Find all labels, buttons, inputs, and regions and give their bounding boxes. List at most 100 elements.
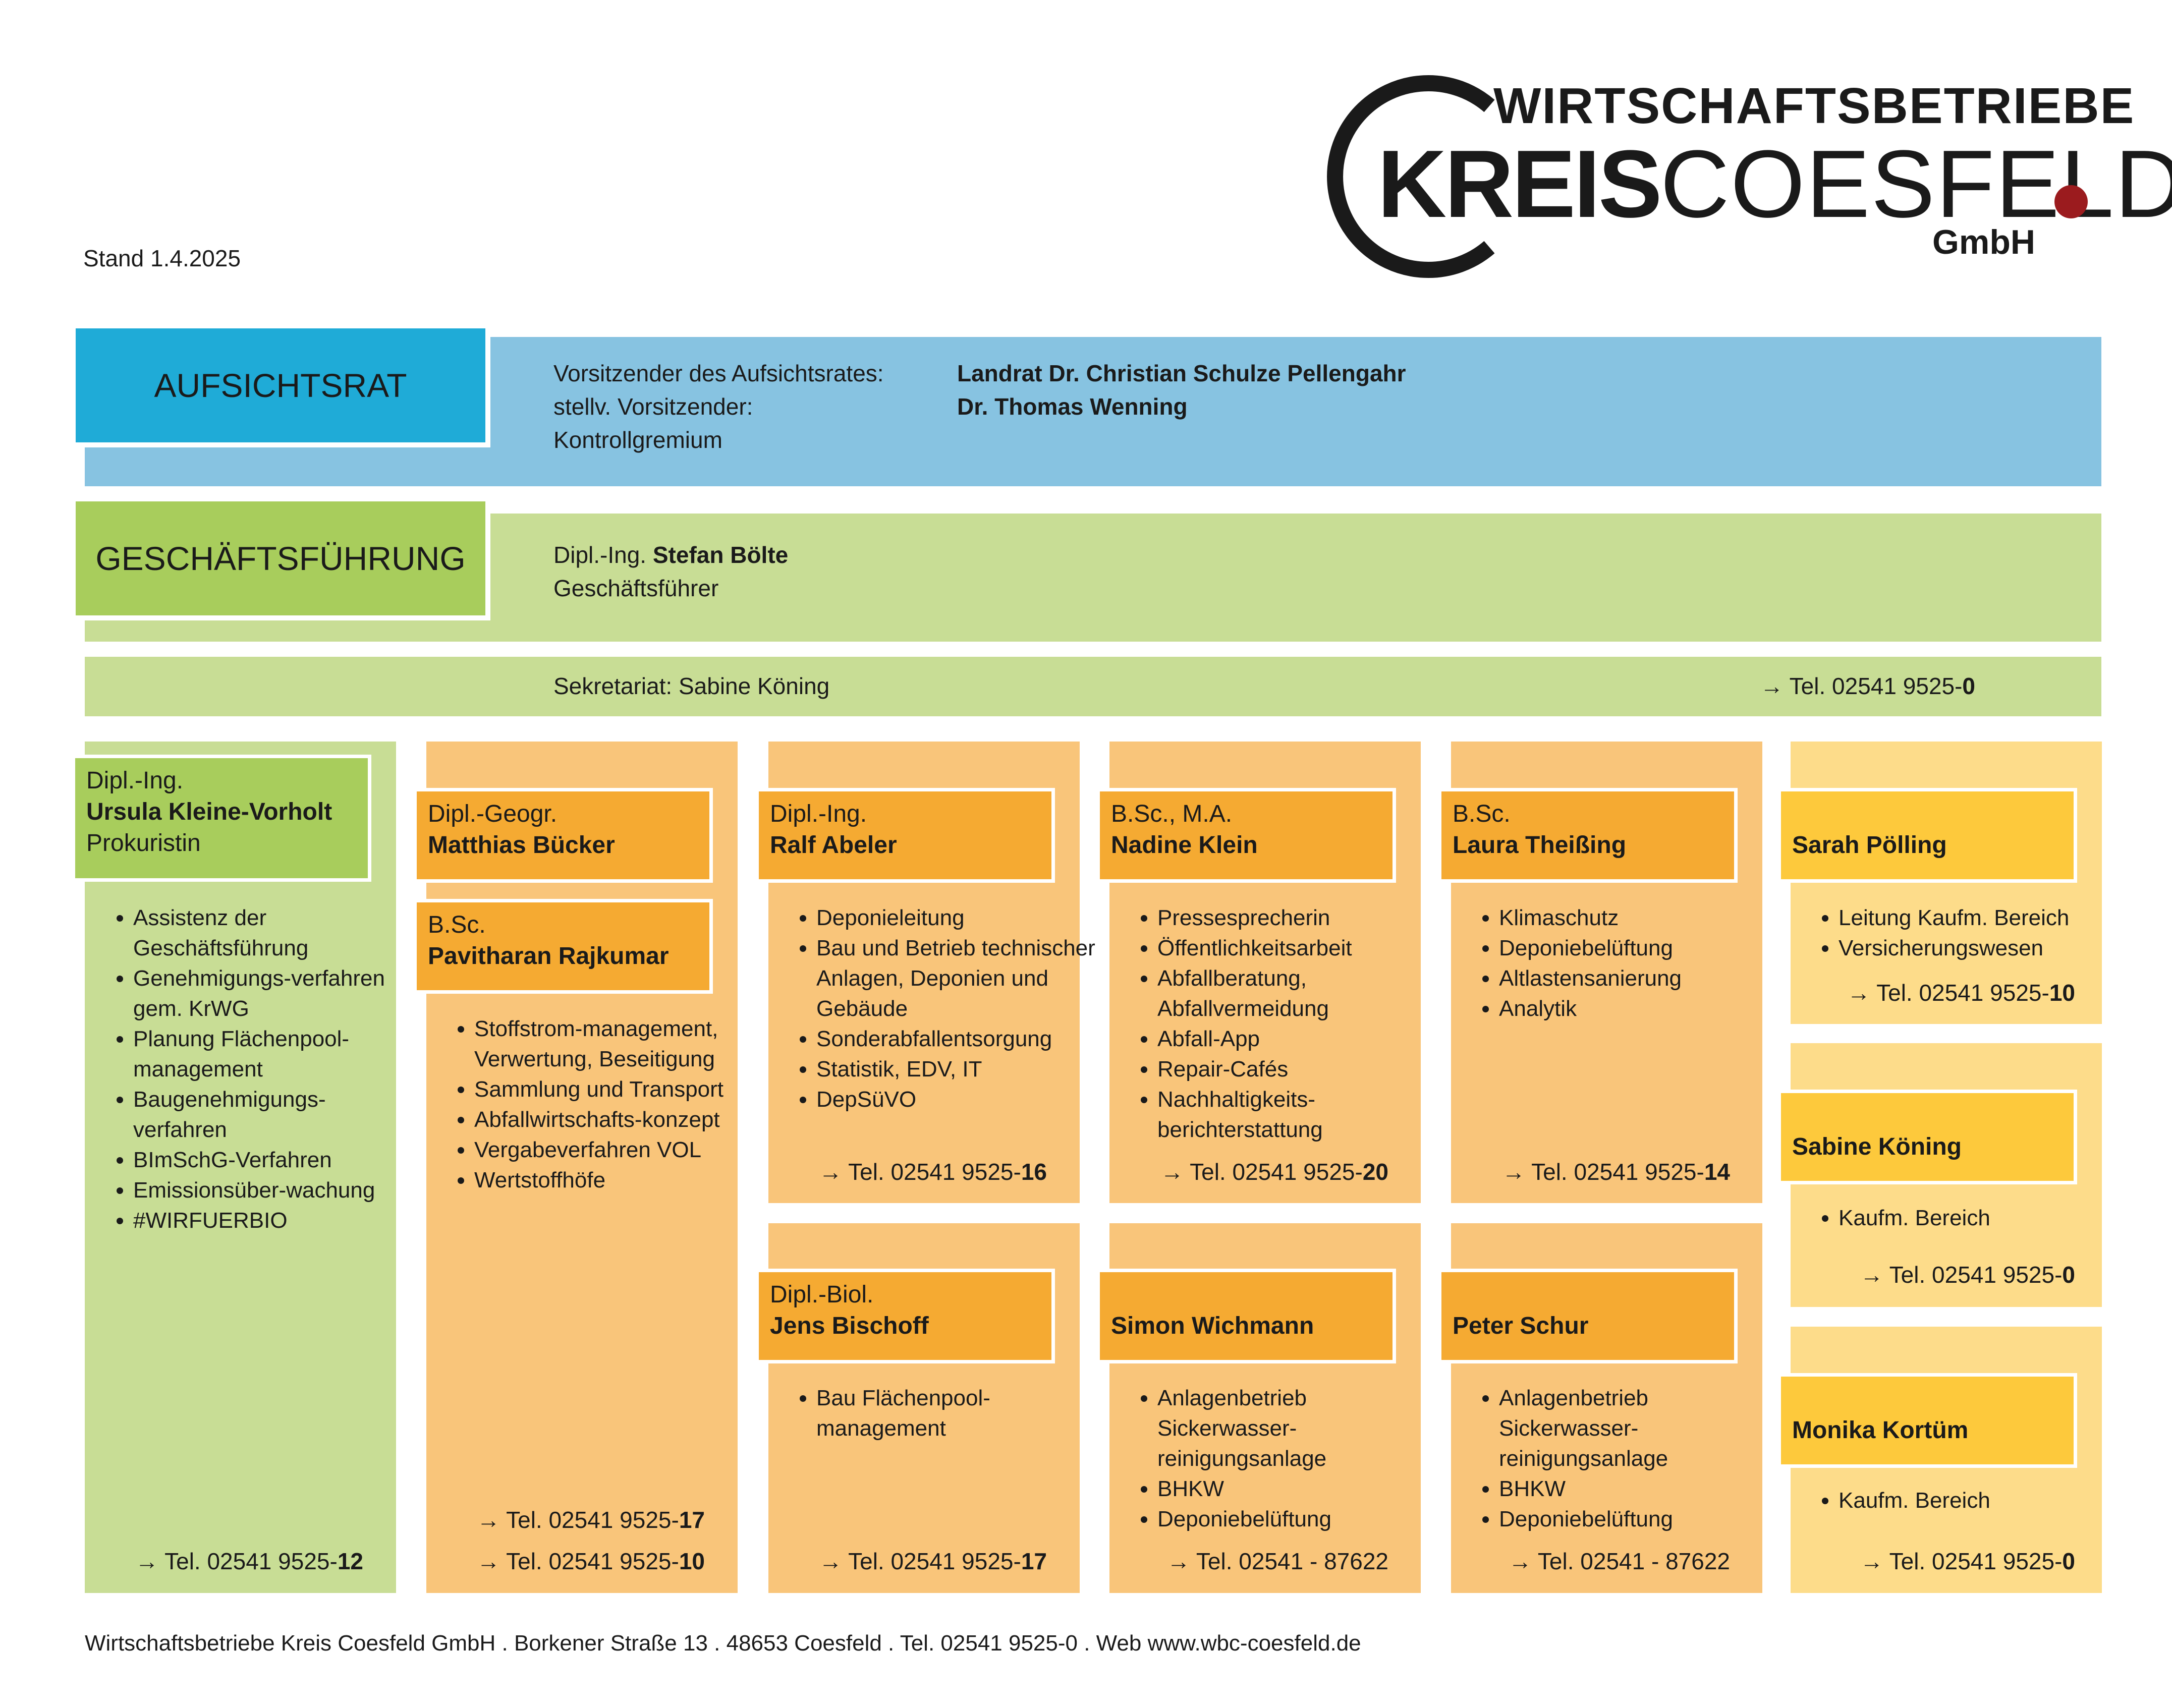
list-item: Abfall-App <box>1157 1024 1460 1054</box>
person-name: Ralf Abeler <box>770 832 897 859</box>
person-name: Simon Wichmann <box>1111 1313 1314 1339</box>
task-list-c3b: Bau Flächenpool-management <box>769 1383 1099 1444</box>
tel-c2-2: → Tel. 02541 9525-10 <box>477 1548 705 1574</box>
task-list-c1: Assistenz der Geschäftsführung Genehmigu… <box>86 903 416 1236</box>
logo-line-1: WIRTSCHAFTSBETRIEBE <box>1493 78 2135 134</box>
aufsichtsrat-row1-label: Vorsitzender des Aufsichtsrates: <box>553 360 884 386</box>
list-item: Sammlung und Transport <box>474 1074 767 1105</box>
person-name: Laura Theißing <box>1453 832 1627 859</box>
list-item: Analytik <box>1499 994 1781 1024</box>
list-item: Deponiebelüftung <box>1499 1504 1781 1534</box>
list-item: Genehmigungs-verfahren gem. KrWG <box>133 963 416 1024</box>
logo-gmbh: GmbH <box>1932 223 2035 261</box>
tel-c6c: → Tel. 02541 9525-0 <box>1860 1548 2075 1574</box>
list-item: Kaufm. Bereich <box>1839 1203 2121 1233</box>
person-name: Peter Schur <box>1453 1313 1589 1339</box>
aufsichtsrat-row3-label: Kontrollgremium <box>553 427 722 453</box>
tel-c1: → Tel. 02541 9525-12 <box>135 1548 363 1574</box>
person-title: Dipl.-Geogr. <box>428 801 558 827</box>
person-role: Prokuristin <box>86 830 201 857</box>
aufsichtsrat-row2-label: stellv. Vorsitzender: <box>553 393 753 420</box>
person-box-klein: B.Sc., M.A. Nadine Klein <box>1096 788 1396 883</box>
list-item: Öffentlichkeitsarbeit <box>1157 933 1460 963</box>
list-item: BHKW <box>1157 1474 1440 1504</box>
tel-c3a: → Tel. 02541 9525-16 <box>819 1159 1047 1185</box>
person-name: Jens Bischoff <box>770 1313 929 1339</box>
sekretariat-band <box>85 657 2101 716</box>
column-kleine-vorholt <box>85 742 396 1593</box>
tel-c2-1: → Tel. 02541 9525-17 <box>477 1507 705 1533</box>
task-list-c6c: Kaufm. Bereich <box>1791 1486 2121 1516</box>
list-item: Altlastensanierung <box>1499 963 1781 994</box>
logo-coesfeld: COESFELD <box>1660 131 2172 238</box>
list-item: Deponieleitung <box>816 903 1119 933</box>
list-item: Vergabeverfahren VOL <box>474 1135 767 1165</box>
task-list-c4b: Anlagenbetrieb Sickerwasser-reinigungsan… <box>1110 1383 1440 1534</box>
person-title: Dipl.-Ing. <box>86 767 184 794</box>
gf-role: Geschäftsführer <box>553 575 719 601</box>
person-name: Monika Kortüm <box>1792 1417 1969 1444</box>
gf-prefix: Dipl.-Ing. <box>553 542 647 568</box>
list-item: Deponiebelüftung <box>1157 1504 1440 1534</box>
person-name: Sarah Pölling <box>1792 832 1947 859</box>
gf-name: Stefan Bölte <box>652 542 789 568</box>
list-item: Stoffstrom-management, Verwertung, Besei… <box>474 1014 767 1074</box>
person-box-buecker: Dipl.-Geogr. Matthias Bücker <box>413 788 713 883</box>
gf-title: GESCHÄFTSFÜHRUNG <box>72 497 489 619</box>
list-item: BImSchG-Verfahren <box>133 1145 416 1175</box>
person-name: Ursula Kleine-Vorholt <box>86 799 332 825</box>
person-box-schur: Peter Schur <box>1438 1269 1738 1363</box>
list-item: Planung Flächenpool-management <box>133 1024 416 1085</box>
task-list-c2: Stoffstrom-management, Verwertung, Besei… <box>427 1014 767 1195</box>
list-item: Bau Flächenpool-management <box>816 1383 1099 1444</box>
list-item: DepSüVO <box>816 1085 1119 1115</box>
list-item: Baugenehmigungs-verfahren <box>133 1085 416 1145</box>
logo-dot <box>2054 185 2088 218</box>
list-item: Sonderabfallentsorgung <box>816 1024 1119 1054</box>
list-item: Deponiebelüftung <box>1499 933 1781 963</box>
task-list-c5b: Anlagenbetrieb Sickerwasser-reinigungsan… <box>1452 1383 1781 1534</box>
logo-ring-icon <box>1327 75 1495 278</box>
list-item: Bau und Betrieb technischer Anlagen, Dep… <box>816 933 1119 1024</box>
list-item: Pressesprecherin <box>1157 903 1460 933</box>
task-list-c6a: Leitung Kaufm. Bereich Versicherungswese… <box>1791 903 2141 963</box>
tel-c5a: → Tel. 02541 9525-14 <box>1502 1159 1730 1185</box>
list-item: Nachhaltigkeits-berichterstattung <box>1157 1085 1460 1145</box>
person-box-kleine-vorholt: Dipl.-Ing. Ursula Kleine-Vorholt Prokuri… <box>72 755 371 882</box>
task-list-c3a: Deponieleitung Bau und Betrieb technisch… <box>769 903 1119 1115</box>
sekretariat-tel: → Tel. 02541 9525-0 <box>1760 673 1975 699</box>
gf-person: Dipl.-Ing. Stefan Bölte <box>553 540 788 570</box>
person-box-kortuem: Monika Kortüm <box>1777 1373 2077 1468</box>
task-list-c4a: Pressesprecherin Öffentlichkeitsarbeit A… <box>1110 903 1460 1145</box>
person-box-poelling: Sarah Pölling <box>1777 788 2077 883</box>
person-box-bischoff: Dipl.-Biol. Jens Bischoff <box>755 1269 1055 1363</box>
person-name: Sabine Köning <box>1792 1133 1962 1160</box>
aufsichtsrat-deputy: Dr. Thomas Wenning <box>957 393 1188 420</box>
list-item: Emissionsüber-wachung <box>133 1175 416 1206</box>
person-title: Dipl.-Ing. <box>770 801 867 827</box>
person-title: Dipl.-Biol. <box>770 1281 874 1308</box>
tel-c6b: → Tel. 02541 9525-0 <box>1860 1262 2075 1288</box>
list-item: Wertstoffhöfe <box>474 1165 767 1195</box>
stand-date: Stand 1.4.2025 <box>83 245 241 271</box>
logo-line-2: KREISCOESFELD <box>1377 134 2172 235</box>
person-box-koening: Sabine Köning <box>1777 1090 2077 1184</box>
person-name: Matthias Bücker <box>428 832 615 859</box>
aufsichtsrat-title: AUFSICHTSRAT <box>72 324 489 446</box>
tel-c4b: → Tel. 02541 - 87622 <box>1166 1548 1388 1574</box>
list-item: Kaufm. Bereich <box>1839 1486 2121 1516</box>
list-item: Abfallwirtschafts-konzept <box>474 1105 767 1135</box>
aufsichtsrat-chair: Landrat Dr. Christian Schulze Pellengahr <box>957 360 1406 386</box>
person-title: B.Sc. <box>1453 801 1511 827</box>
list-item: Leitung Kaufm. Bereich <box>1839 903 2141 933</box>
list-item: Versicherungswesen <box>1839 933 2141 963</box>
list-item: Repair-Cafés <box>1157 1054 1460 1085</box>
person-name: Nadine Klein <box>1111 832 1258 859</box>
person-name: Pavitharan Rajkumar <box>428 943 669 970</box>
list-item: Klimaschutz <box>1499 903 1781 933</box>
list-item: Abfallberatung, Abfallvermeidung <box>1157 963 1460 1024</box>
list-item: Assistenz der Geschäftsführung <box>133 903 416 963</box>
list-item: Statistik, EDV, IT <box>816 1054 1119 1085</box>
person-box-rajkumar: B.Sc. Pavitharan Rajkumar <box>413 899 713 994</box>
list-item: Anlagenbetrieb Sickerwasser-reinigungsan… <box>1499 1383 1781 1474</box>
